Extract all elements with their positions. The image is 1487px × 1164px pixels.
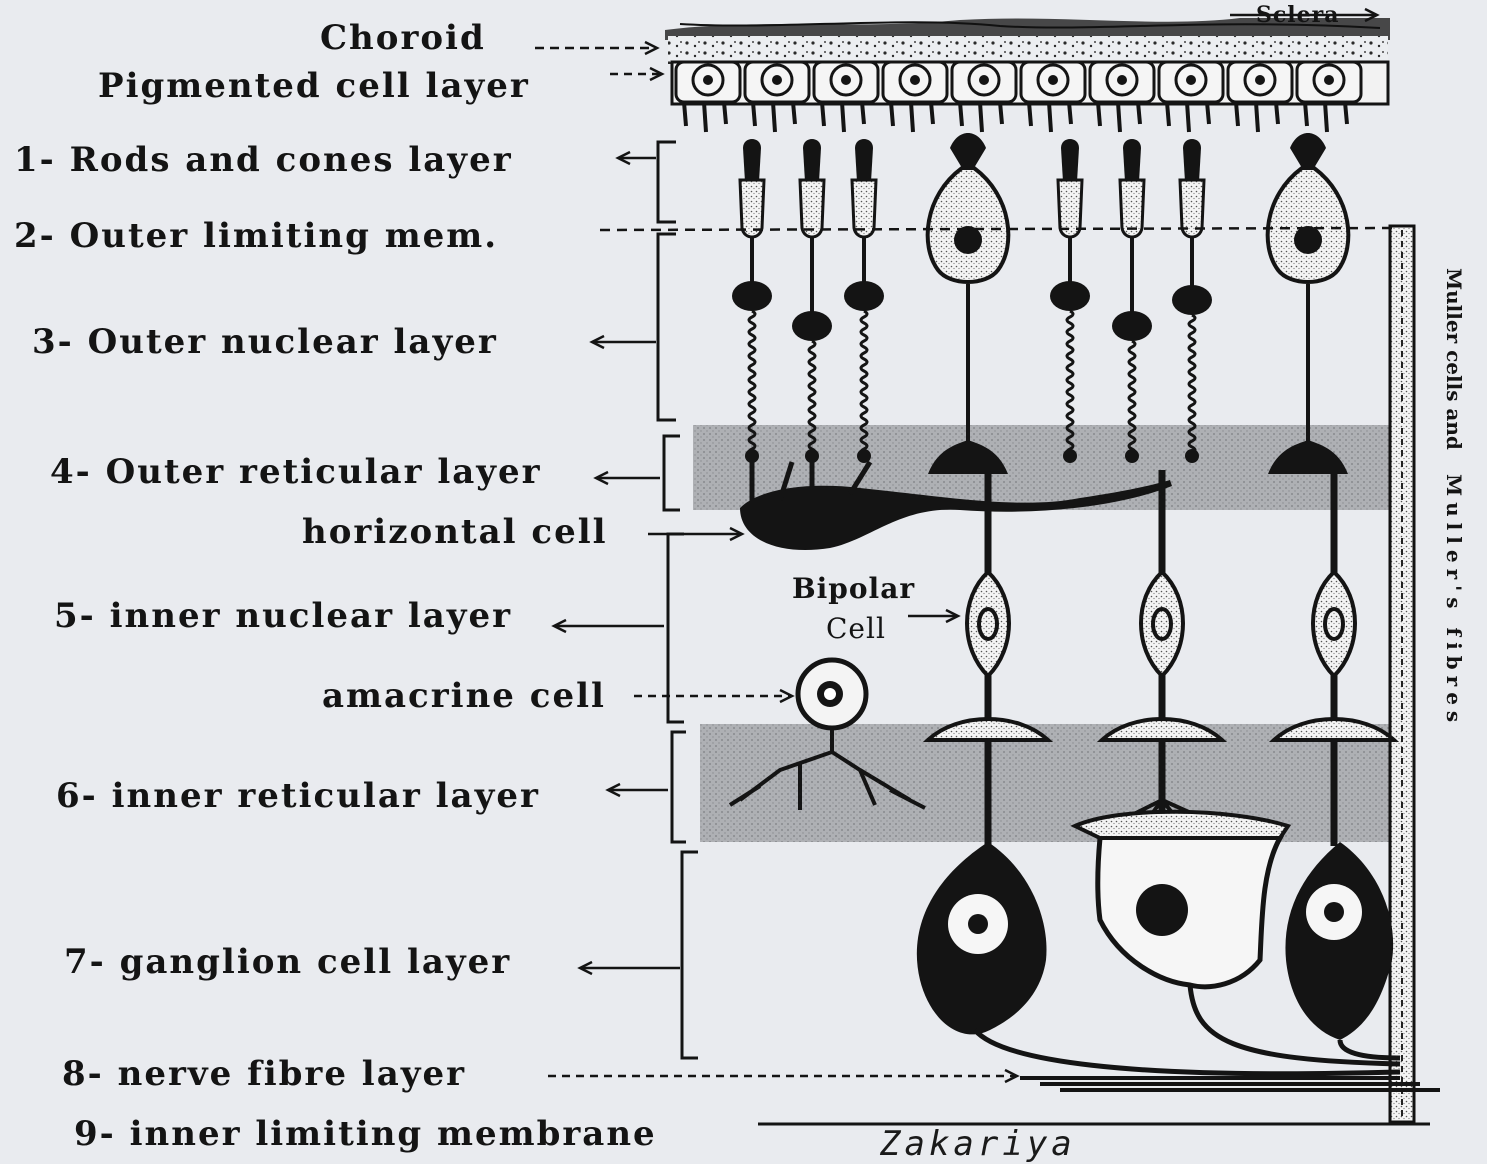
label-bipolar-cell: Cell <box>826 612 886 645</box>
label-sclera: Sclera <box>1256 2 1339 28</box>
pigment-process <box>822 102 864 132</box>
pigment-nucleolus <box>703 75 713 85</box>
rod-tip <box>743 139 761 182</box>
cone-tip <box>1290 133 1326 168</box>
pigment-nucleolus <box>772 75 782 85</box>
bipolar-body <box>967 572 1009 676</box>
pigmented-cells <box>672 62 1388 132</box>
rod-spherule <box>1063 449 1077 463</box>
rod-tip <box>1123 139 1141 182</box>
author-signature: Zakariya <box>880 1124 1076 1164</box>
pigment-process <box>960 102 1002 132</box>
cone-body <box>928 168 1009 282</box>
label-nerve-fibre-layer: 8- nerve fibre layer <box>62 1054 466 1094</box>
pigment-nucleolus <box>1186 75 1196 85</box>
label-amacrine-cell: amacrine cell <box>322 676 606 716</box>
ganglion-cell-right <box>1285 842 1400 1058</box>
rod-nucleus <box>792 311 832 341</box>
label-choroid: Choroid <box>320 18 486 58</box>
label-muller-cells: Muller cells and <box>1442 268 1466 450</box>
rod-spherule <box>857 449 871 463</box>
bipolar-terminal <box>928 719 1048 740</box>
label-rods-cones-layer: 1- Rods and cones layer <box>14 140 513 180</box>
rod-nucleus <box>732 281 772 311</box>
rod-tip <box>1061 139 1079 182</box>
pigment-nucleolus <box>979 75 989 85</box>
label-horizontal-cell: horizontal cell <box>302 512 608 552</box>
rod-nucleus <box>844 281 884 311</box>
bipolar-terminal <box>1102 719 1222 740</box>
label-pigmented-cell-layer: Pigmented cell layer <box>98 66 530 106</box>
rod-spherule <box>805 449 819 463</box>
pigment-process <box>1029 102 1071 132</box>
pigment-nucleolus <box>1324 75 1334 85</box>
rod-spherule <box>1185 449 1199 463</box>
label-inner-reticular-layer: 6- inner reticular layer <box>56 776 540 816</box>
rod-nucleus <box>1172 285 1212 315</box>
photoreceptors <box>732 133 1348 474</box>
pigment-process <box>1236 102 1278 132</box>
label-inner-nuclear-layer: 5- inner nuclear layer <box>54 596 512 636</box>
label-outer-nuclear-layer: 3- Outer nuclear layer <box>32 322 498 362</box>
rod-tip <box>803 139 821 182</box>
pigment-nucleolus <box>1048 75 1058 85</box>
pigment-nucleolus <box>910 75 920 85</box>
pigment-nucleolus <box>1255 75 1265 85</box>
cone-body <box>1268 168 1349 282</box>
pigment-process <box>1098 102 1140 132</box>
cone-nucleus <box>1294 226 1322 254</box>
rod-tip <box>855 139 873 182</box>
label-bipolar: Bipolar <box>792 572 915 605</box>
rod-nucleus <box>1050 281 1090 311</box>
cone-tip <box>950 133 986 168</box>
choroid-layer <box>668 36 1388 64</box>
bipolar-terminal <box>1274 719 1394 740</box>
pigment-nucleolus <box>841 75 851 85</box>
rod-axon <box>809 341 815 461</box>
label-inner-limiting-membrane: 9- inner limiting membrane <box>74 1114 657 1154</box>
rod-axon <box>1129 341 1135 461</box>
pigment-nucleolus <box>1117 75 1127 85</box>
label-ganglion-cell-layer: 7- ganglion cell layer <box>64 942 511 982</box>
label-mullers-fibres: Muller's fibres <box>1442 474 1466 728</box>
pigment-process <box>1305 102 1347 132</box>
pigment-process <box>753 102 795 132</box>
pigment-process <box>684 102 726 132</box>
label-outer-limiting-membrane: 2- Outer limiting mem. <box>14 216 498 256</box>
pigment-process <box>1167 102 1209 132</box>
layer-brackets <box>658 142 698 1058</box>
bipolar-body <box>1141 572 1183 676</box>
rod-spherule <box>1125 449 1139 463</box>
rod-tip <box>1183 139 1201 182</box>
rod-nucleus <box>1112 311 1152 341</box>
label-outer-reticular-layer: 4- Outer reticular layer <box>50 452 542 492</box>
pigment-process <box>891 102 933 132</box>
bipolar-body <box>1313 572 1355 676</box>
